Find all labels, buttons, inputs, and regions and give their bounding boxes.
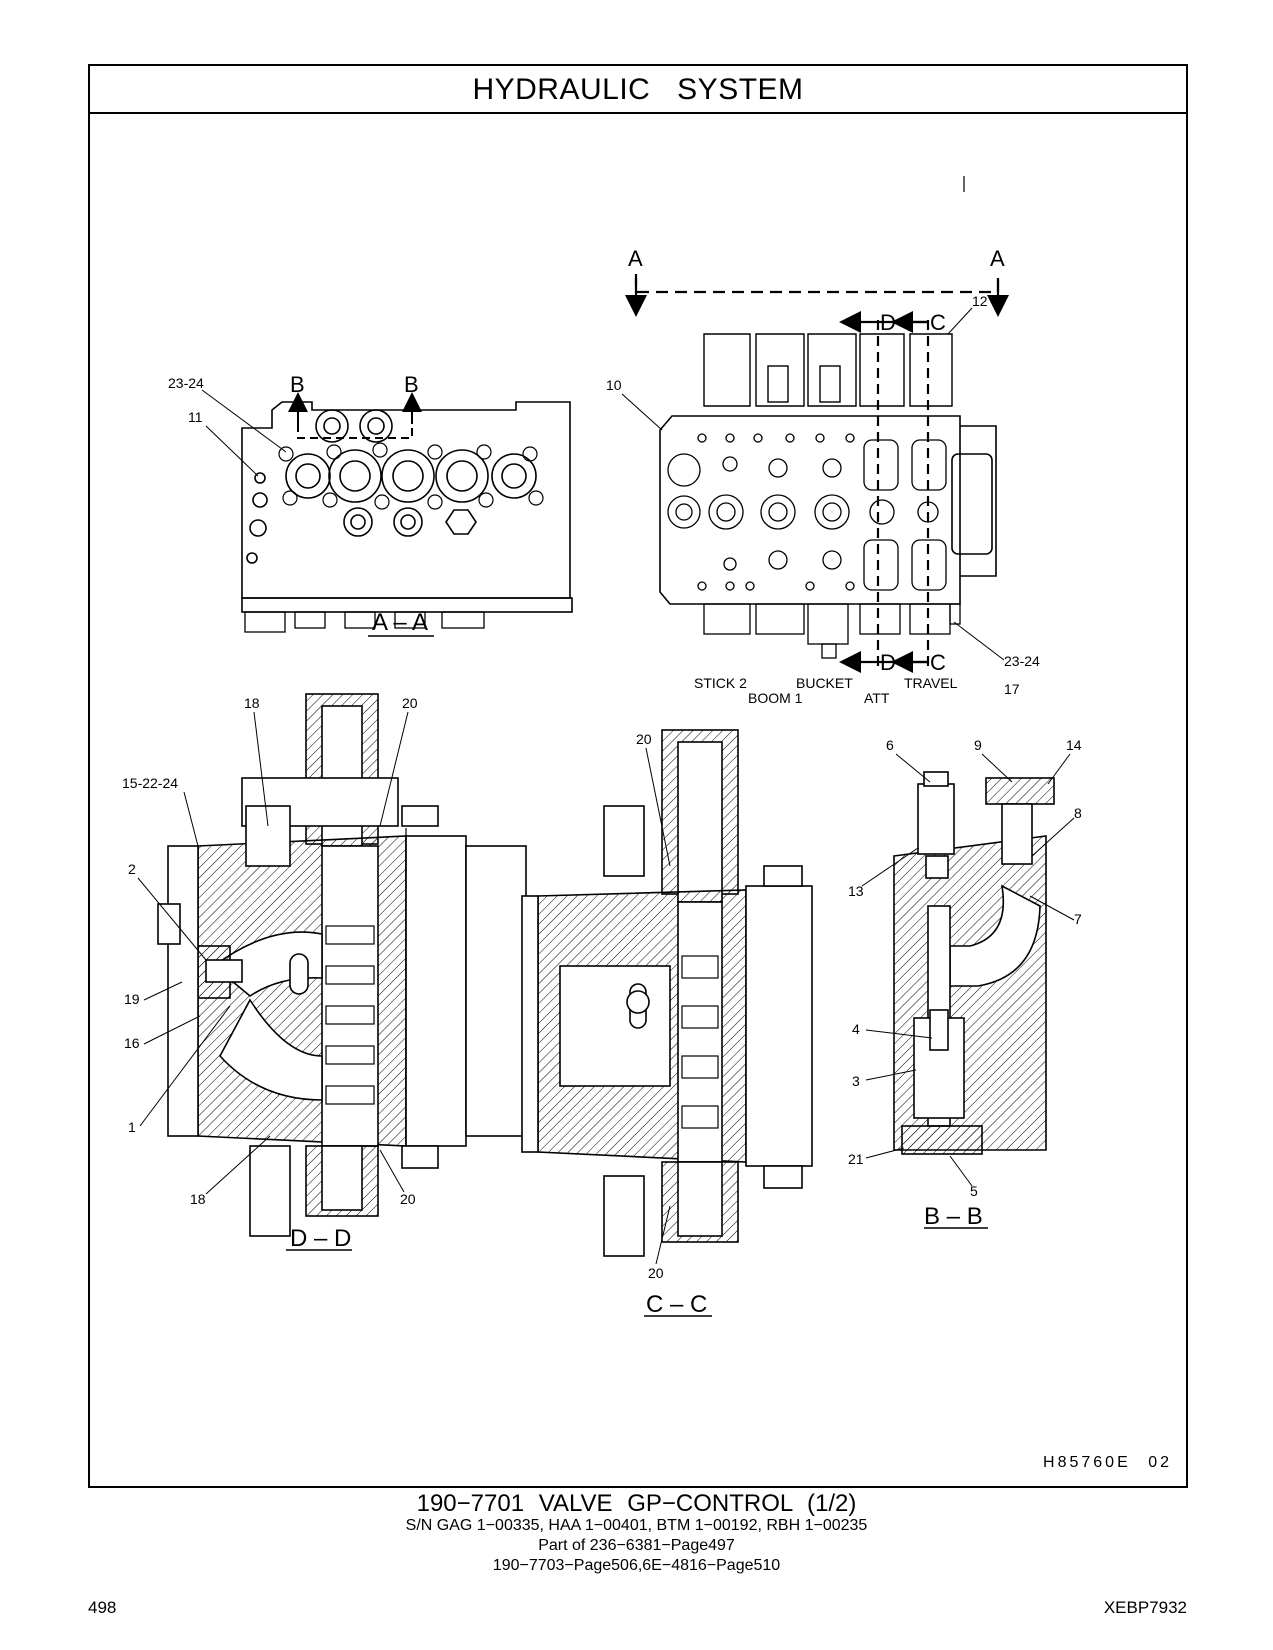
callout-5: 5: [970, 1183, 978, 1199]
view-bb: [893, 771, 1055, 1229]
valve-drawing: B B A – A 23-24 11: [122, 176, 1082, 1318]
caption-references: 190−7703−Page506,6E−4816−Page510: [492, 1557, 781, 1574]
callout-1: 1: [128, 1119, 136, 1135]
section-a-left: A: [628, 246, 643, 271]
callout-20-top: 20: [402, 695, 418, 711]
callout-18-top: 18: [244, 695, 260, 711]
label-stick-2: STICK 2: [694, 675, 747, 691]
callout-21: 21: [848, 1151, 864, 1167]
diagram-frame: HYDRAULIC SYSTEM: [88, 64, 1188, 1488]
view-cc-label: C – C: [646, 1291, 707, 1318]
section-a-right: A: [990, 246, 1005, 271]
callout-20-bottom: 20: [400, 1191, 416, 1207]
callout-2: 2: [128, 861, 136, 877]
view-aa-label: A – A: [372, 609, 428, 636]
document-id: XEBP7932: [1103, 1598, 1187, 1617]
callout-20-cc-top: 20: [636, 731, 652, 747]
callout-14: 14: [1066, 737, 1082, 753]
callout-12: 12: [972, 293, 988, 309]
callout-19: 19: [124, 991, 140, 1007]
section-c-top: C: [930, 310, 946, 335]
label-boom-1: BOOM 1: [748, 690, 803, 706]
page-number: 498: [88, 1598, 117, 1617]
section-b-left: B: [290, 372, 305, 397]
section-c-bottom: C: [930, 650, 946, 675]
callout-8: 8: [1074, 805, 1082, 821]
callout-4: 4: [852, 1021, 860, 1037]
view-main: [625, 176, 1009, 673]
callout-23-24-main: 23-24: [1004, 653, 1040, 669]
section-d-top: D: [880, 310, 896, 335]
callout-23-24-aa: 23-24: [168, 375, 204, 391]
callout-18-bottom: 18: [190, 1191, 206, 1207]
callout-7: 7: [1074, 911, 1082, 927]
callout-13: 13: [848, 883, 864, 899]
label-bucket: BUCKET: [796, 675, 853, 691]
caption-title: 190−7701 VALVE GP−CONTROL (1/2): [416, 1490, 857, 1517]
view-aa: [241, 392, 573, 637]
view-dd-label: D – D: [290, 1225, 351, 1252]
label-att: ATT: [864, 690, 890, 706]
section-b-right: B: [404, 372, 419, 397]
callout-16: 16: [124, 1035, 140, 1051]
callout-17: 17: [1004, 681, 1020, 697]
view-cc: [521, 729, 813, 1317]
callout-9: 9: [974, 737, 982, 753]
callout-15-22-24: 15-22-24: [122, 775, 178, 791]
drawing-code: H85760E 02: [1043, 1454, 1172, 1471]
caption-serials: S/N GAG 1−00335, HAA 1−00401, BTM 1−0019…: [405, 1517, 868, 1534]
callout-10: 10: [606, 377, 622, 393]
callout-11: 11: [188, 409, 203, 425]
label-travel: TRAVEL: [904, 675, 958, 691]
callout-6: 6: [886, 737, 894, 753]
section-d-bottom: D: [880, 650, 896, 675]
callout-20-cc-bottom: 20: [648, 1265, 664, 1281]
callout-3: 3: [852, 1073, 860, 1089]
caption-part-of: Part of 236−6381−Page497: [538, 1537, 735, 1554]
view-dd: [157, 693, 527, 1251]
view-bb-label: B – B: [924, 1203, 983, 1230]
page-title: HYDRAULIC SYSTEM: [90, 66, 1186, 114]
